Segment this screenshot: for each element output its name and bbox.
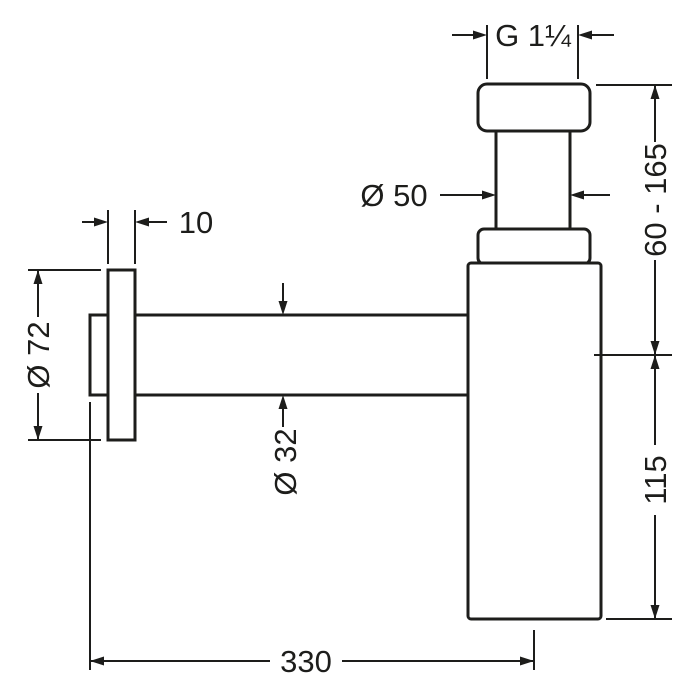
arrowhead-up-icon bbox=[278, 395, 288, 409]
dim-flange-diameter: Ø 72 bbox=[21, 269, 101, 441]
arrowhead-down-icon bbox=[278, 301, 288, 315]
dimension-label: Ø 32 bbox=[268, 428, 303, 495]
arrowhead-down-icon bbox=[650, 341, 660, 355]
dimension-label: G 1¼ bbox=[495, 18, 572, 53]
dimension-label: Ø 72 bbox=[21, 321, 56, 388]
trap-body bbox=[466, 261, 603, 621]
outlet-pipe bbox=[88, 313, 470, 397]
union-nut bbox=[476, 82, 592, 133]
arrowhead-up-icon bbox=[650, 85, 660, 99]
arrowhead-right-icon bbox=[482, 190, 496, 200]
dim-height-range: 60 - 165 bbox=[594, 84, 673, 356]
dim-riser-diameter: Ø 50 bbox=[360, 178, 610, 213]
dim-projection: 330 bbox=[89, 402, 535, 679]
dim-thread-size: G 1¼ bbox=[452, 18, 614, 79]
dimension-label: 115 bbox=[638, 455, 673, 504]
dim-flange-thickness: 10 bbox=[82, 205, 213, 264]
dimension-label: Ø 50 bbox=[360, 178, 427, 213]
trap-assembly bbox=[88, 82, 603, 621]
arrowhead-up-icon bbox=[650, 355, 660, 369]
arrowhead-left-icon bbox=[135, 217, 149, 227]
arrowhead-left-icon bbox=[578, 30, 592, 40]
dim-outlet-diameter: Ø 32 bbox=[268, 283, 303, 496]
wall-flange bbox=[106, 268, 137, 442]
dimension-label: 10 bbox=[179, 205, 213, 240]
arrowhead-left-icon bbox=[570, 190, 584, 200]
arrowhead-down-icon bbox=[650, 605, 660, 619]
arrowhead-right-icon bbox=[94, 217, 108, 227]
arrowhead-right-icon bbox=[473, 30, 487, 40]
arrowhead-down-icon bbox=[33, 426, 43, 440]
dimension-label: 60 - 165 bbox=[638, 143, 673, 257]
collar bbox=[476, 227, 592, 266]
riser-pipe bbox=[494, 116, 572, 238]
arrowhead-up-icon bbox=[33, 270, 43, 284]
dim-body-height: 115 bbox=[606, 355, 673, 620]
arrowhead-left-icon bbox=[90, 656, 104, 666]
arrowhead-right-icon bbox=[520, 656, 534, 666]
dimension-label: 330 bbox=[280, 644, 332, 679]
